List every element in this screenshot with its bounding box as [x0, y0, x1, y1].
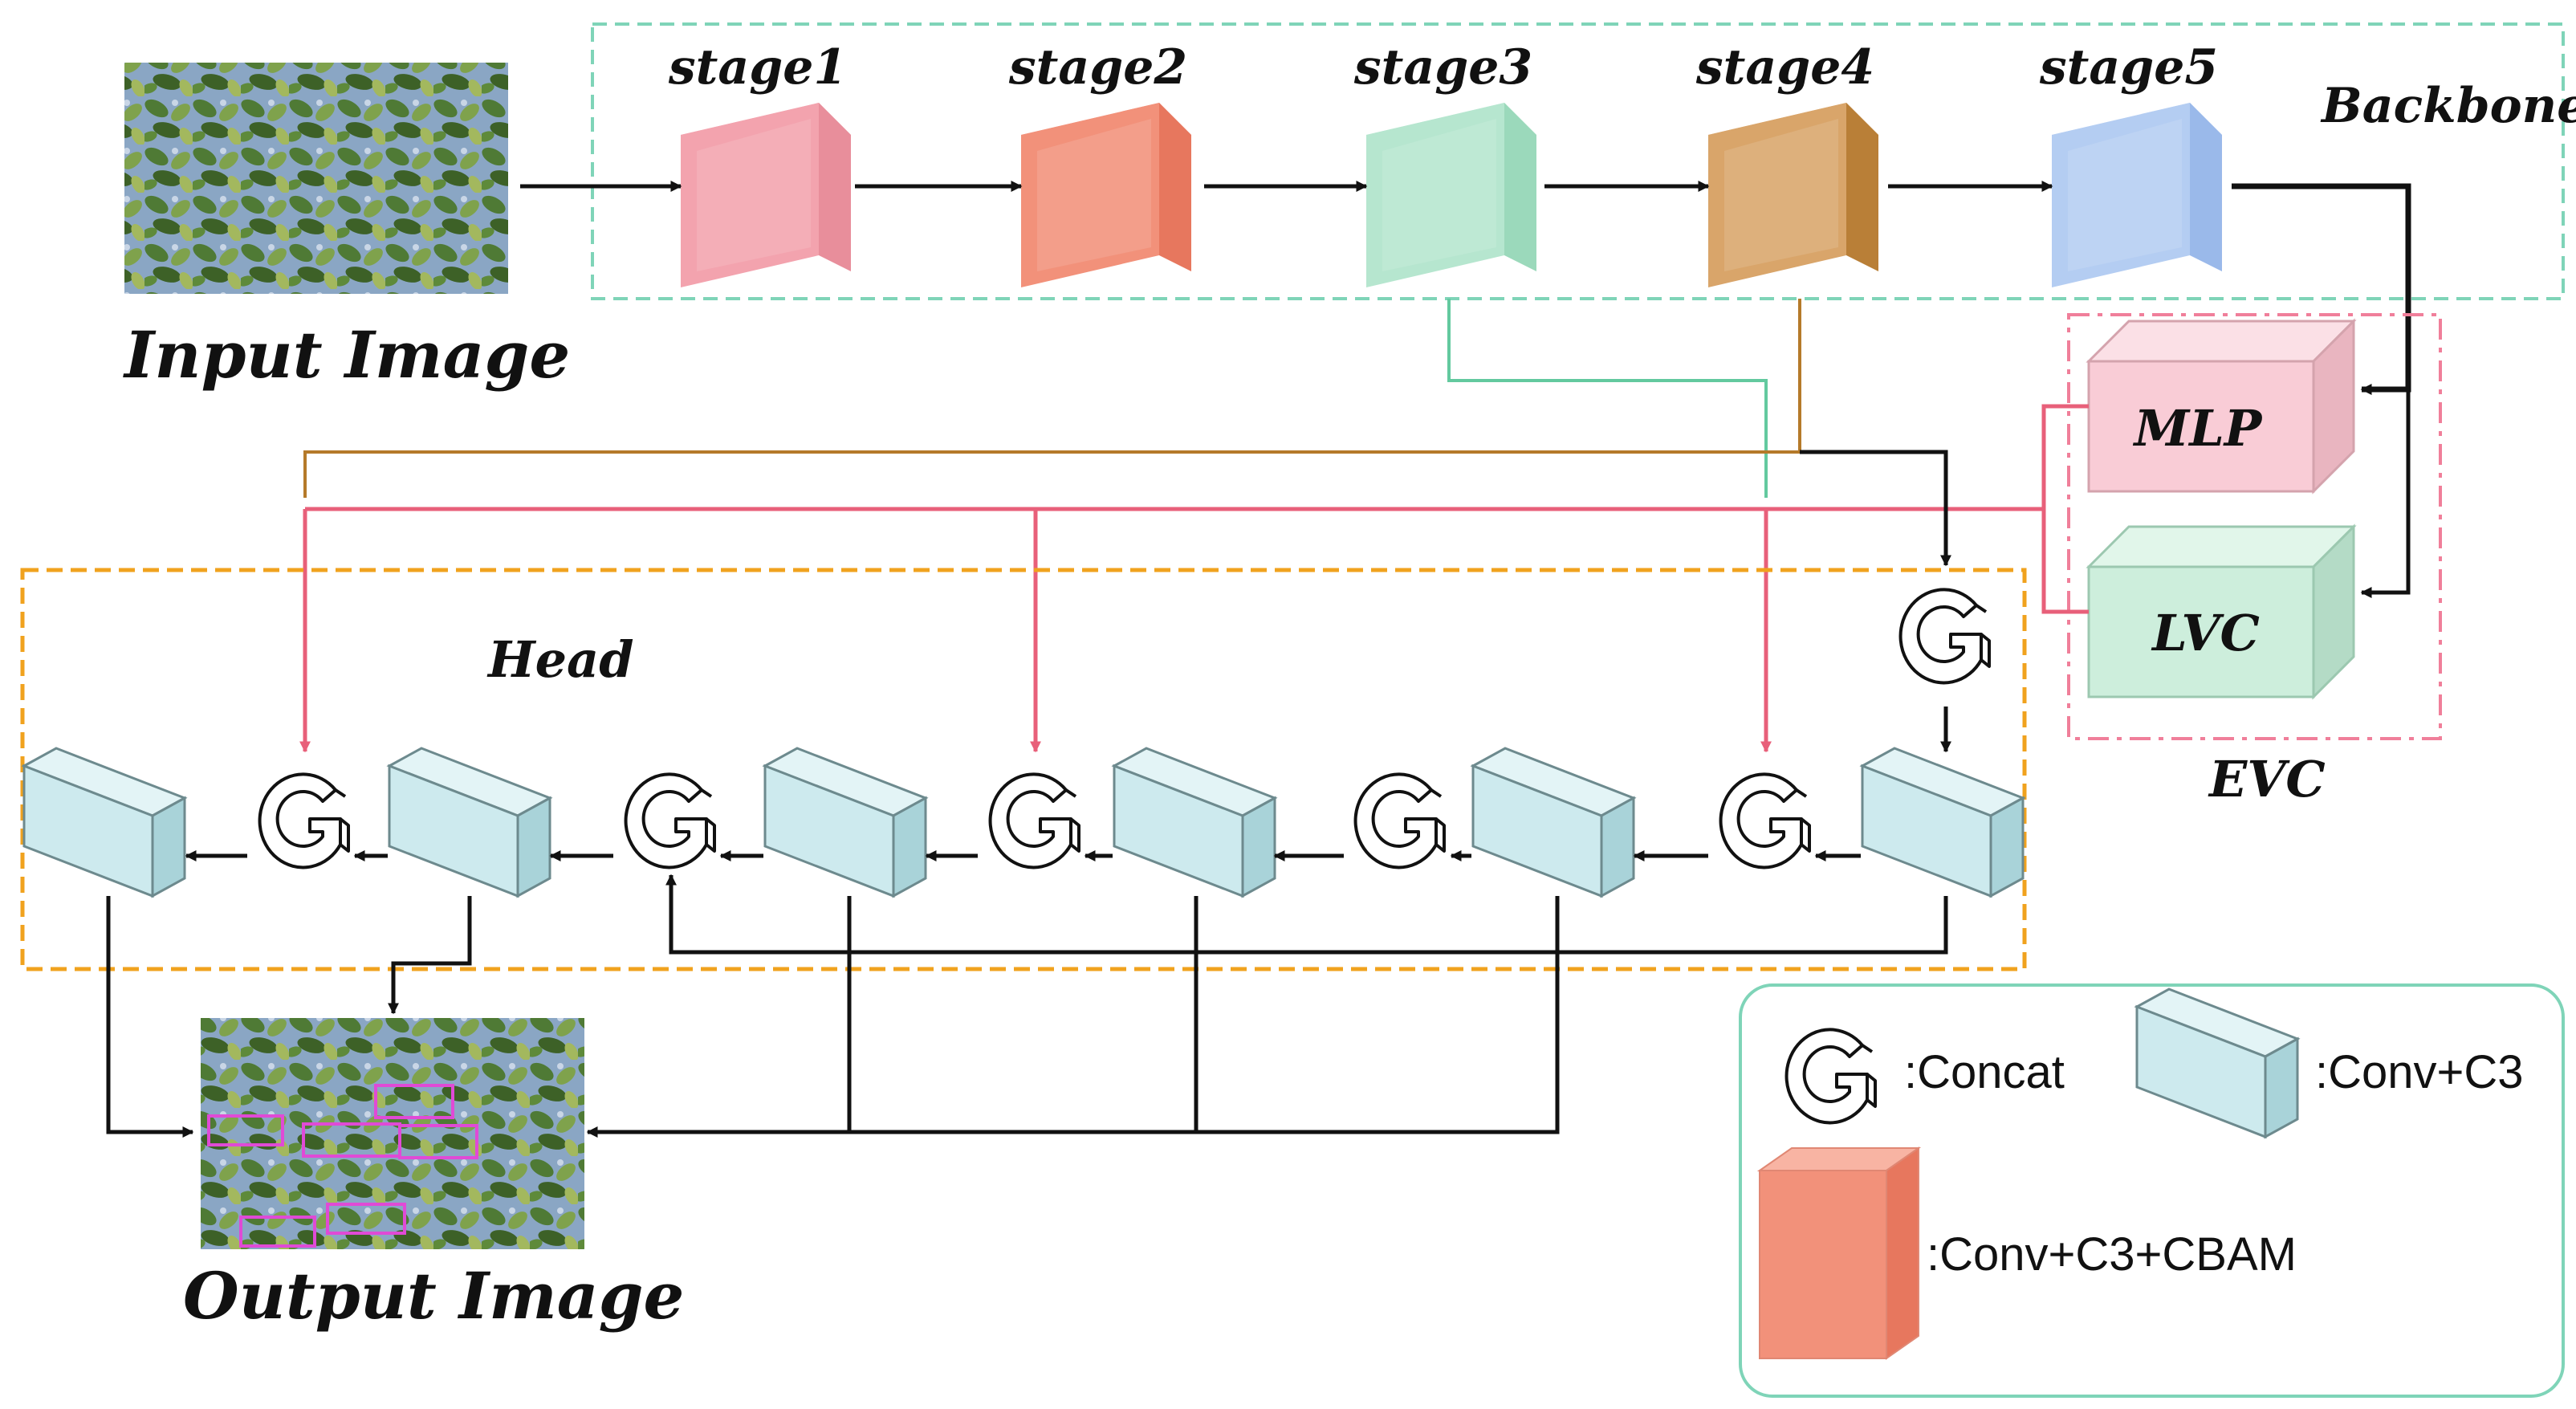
concat-icon [1784, 1028, 1877, 1125]
stage-block-4: stage4 [1695, 39, 1878, 287]
concat-icon [988, 772, 1080, 869]
legend-concat-label: :Concat [1904, 1046, 2065, 1098]
legend-cbam-label: :Conv+C3+CBAM [1927, 1228, 2297, 1281]
input-image-label: Input Image [123, 317, 570, 393]
conv-c3-block-4 [1113, 747, 1276, 898]
stage3-skip-line [1447, 299, 1768, 498]
head-border [20, 568, 2027, 971]
concat-icon [1719, 772, 1811, 869]
concat-icon [258, 772, 350, 869]
evc-label: EVC [2208, 750, 2326, 808]
conv-c3-block-5 [1471, 747, 1635, 898]
stage-label-1: stage1 [668, 39, 847, 96]
conv-c3-block-3 [763, 747, 927, 898]
cbam-block-icon [1756, 1146, 1922, 1360]
output-image [201, 1018, 584, 1249]
backbone-arrows [520, 181, 2411, 598]
conv-c3-block-6 [1861, 747, 2025, 898]
mlp-label: MLP [2133, 399, 2264, 458]
lvc-block: LVC [2086, 523, 2357, 700]
stage-block-1: stage1 [668, 39, 851, 287]
head-arrows [106, 707, 1951, 1138]
legend-conv-c3-label: :Conv+C3 [2315, 1046, 2524, 1098]
concat-icon [1353, 772, 1446, 869]
stage-label-5: stage5 [2039, 39, 2218, 96]
stage-block-3: stage3 [1353, 39, 1536, 287]
legend-box [1739, 983, 2565, 1398]
head-label: Head [486, 630, 634, 689]
stage-block-2: stage2 [1008, 39, 1191, 287]
mlp-block: MLP [2086, 318, 2357, 495]
output-image-label: Output Image [183, 1258, 684, 1334]
stage-label-4: stage4 [1695, 39, 1874, 96]
stage-block-5: stage5 [2039, 39, 2222, 287]
lvc-label: LVC [2151, 604, 2260, 662]
backbone-stages: stage1 stage2 stage3 stage4 stage5 [668, 39, 2222, 287]
concat-icon [624, 772, 716, 869]
stage-label-2: stage2 [1008, 39, 1187, 96]
conv-c3-block-2 [388, 747, 551, 898]
evc-output-line [299, 404, 2089, 753]
input-image [124, 63, 508, 294]
stage-label-3: stage3 [1353, 39, 1532, 96]
concat-icon [1898, 588, 1991, 685]
stage4-skip-line [303, 299, 1951, 567]
backbone-label: Backbone [2320, 78, 2576, 134]
conv-c3-block-icon [2135, 988, 2299, 1138]
backbone-border [591, 22, 2565, 300]
evc-border [2067, 313, 2442, 740]
conv-c3-block-1 [22, 747, 186, 898]
